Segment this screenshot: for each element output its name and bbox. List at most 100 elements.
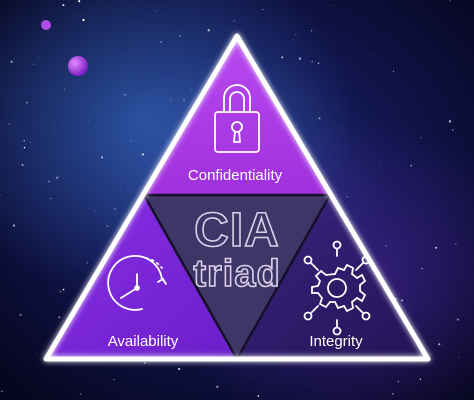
planet-large [68,56,88,76]
star [0,194,1,196]
star [262,9,264,11]
star [19,313,22,317]
star [293,39,295,41]
star [448,120,452,123]
star [21,163,24,166]
star [114,207,116,210]
star [160,40,163,43]
star [191,88,193,90]
clock-icon [107,255,167,311]
gear-network-icon [303,240,371,336]
star [36,352,37,353]
center-title-sub: triad [193,253,280,295]
star [216,385,219,388]
star [249,376,251,378]
star [59,290,62,293]
star [435,246,438,249]
lock-icon [214,84,260,153]
star [124,93,127,96]
star [87,121,89,122]
star [309,2,311,4]
star [23,146,26,149]
star [311,60,314,63]
star [8,123,10,125]
star [94,210,96,212]
star [333,5,335,7]
star [101,156,103,159]
star [456,318,460,321]
star [183,99,185,101]
star [420,137,422,139]
star [257,395,260,397]
star [79,14,81,16]
star [10,60,13,63]
star [298,57,302,60]
star [62,288,65,291]
star [391,392,394,395]
star [454,205,456,207]
star [0,390,3,393]
star [421,268,423,270]
star [178,368,181,370]
star [419,378,422,380]
star [401,299,403,302]
star [80,393,82,395]
star [281,56,284,59]
segment-availability [46,195,237,359]
star [38,57,40,58]
star [310,29,313,32]
star [86,262,88,264]
segment-confidentiality [144,36,330,195]
segment-center [144,195,330,359]
star [29,141,31,143]
star [392,70,395,73]
star [455,243,457,245]
star [5,97,7,99]
star [343,127,344,129]
star [47,180,50,183]
label-confidentiality: Confidentiality [188,167,283,184]
star [26,101,28,104]
star [449,0,451,2]
star [179,35,181,37]
star [56,176,59,179]
star [397,380,399,383]
star [410,165,412,167]
star [58,316,61,319]
star [78,0,81,3]
star [318,117,321,120]
segment-dividers [142,193,332,360]
triangle-outline [43,33,431,362]
star [130,140,132,142]
star [233,20,235,22]
star [106,225,109,228]
star [374,54,376,56]
star [82,18,85,22]
star [53,130,54,132]
label-availability: Availability [108,333,179,350]
star [126,382,127,383]
star [23,140,25,142]
star [166,139,168,141]
star [12,224,15,227]
star [438,343,441,346]
star [385,244,387,247]
star [156,10,158,12]
star [380,164,381,166]
star [113,378,115,381]
star [458,356,460,358]
planet-small [41,20,51,30]
star [119,189,121,191]
star [141,153,145,156]
star [62,4,65,7]
star [452,129,454,131]
star [207,29,210,32]
label-integrity: Integrity [309,333,363,350]
star [33,64,34,65]
star [346,196,348,198]
star [295,33,297,36]
segment-integrity [237,195,428,359]
star [317,62,320,64]
